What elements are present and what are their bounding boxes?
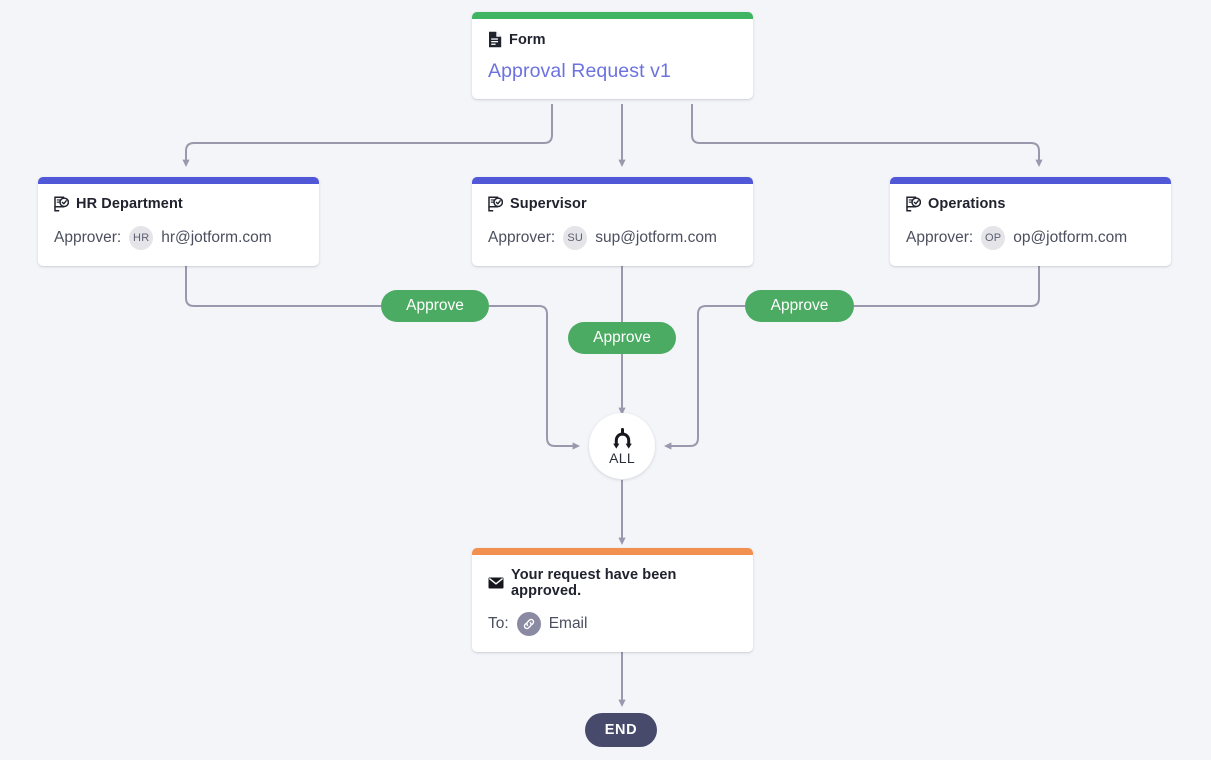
merge-fork-icon bbox=[610, 427, 635, 450]
approver-row: Approver: HR hr@jotform.com bbox=[54, 226, 303, 250]
avatar: OP bbox=[981, 226, 1006, 250]
email-to-label: To: bbox=[488, 615, 509, 632]
merge-node-label: ALL bbox=[609, 449, 635, 466]
approver-label: Approver: bbox=[488, 229, 556, 246]
approval-card-title: Supervisor bbox=[510, 196, 587, 212]
approval-card-accent-bar bbox=[38, 177, 319, 184]
approver-email: hr@jotform.com bbox=[161, 229, 272, 246]
approval-card-title: Operations bbox=[928, 196, 1006, 212]
email-card-header: Your request have been approved. bbox=[488, 567, 737, 599]
branch-label-approve-operations[interactable]: Approve bbox=[745, 290, 854, 322]
approver-row: Approver: SU sup@jotform.com bbox=[488, 226, 737, 250]
end-node[interactable]: END bbox=[585, 713, 657, 747]
email-card-accent-bar bbox=[472, 548, 753, 555]
edge-form-to-hr bbox=[182, 104, 553, 167]
approval-card-body: Operations Approver: OP op@jotform.com bbox=[890, 184, 1171, 266]
email-card-title: Your request have been approved. bbox=[511, 567, 677, 599]
approval-card-body: HR Department Approver: HR hr@jotform.co… bbox=[38, 184, 319, 266]
envelope-icon bbox=[488, 577, 504, 589]
approver-row: Approver: OP op@jotform.com bbox=[906, 226, 1155, 250]
edge-operations-pill-to-merge bbox=[664, 305, 745, 450]
edge-hr-to-merge bbox=[185, 265, 381, 307]
avatar: HR bbox=[129, 226, 154, 250]
branch-label-approve-hr[interactable]: Approve bbox=[381, 290, 489, 322]
email-card-body: Your request have been approved. To: Ema… bbox=[472, 555, 753, 652]
approval-card-header: HR Department bbox=[54, 196, 303, 212]
approval-card-supervisor[interactable]: Supervisor Approver: SU sup@jotform.com bbox=[472, 177, 753, 266]
edge-form-to-operations bbox=[691, 104, 1043, 167]
email-card[interactable]: Your request have been approved. To: Ema… bbox=[472, 548, 753, 652]
email-to-row: To: Email bbox=[488, 612, 737, 636]
approver-label: Approver: bbox=[54, 229, 122, 246]
link-icon bbox=[516, 612, 541, 636]
form-card-type-label: Form bbox=[509, 31, 546, 48]
approval-clipboard-icon bbox=[54, 196, 69, 212]
approver-email: op@jotform.com bbox=[1013, 229, 1128, 246]
avatar: SU bbox=[563, 226, 588, 250]
approval-card-title: HR Department bbox=[76, 196, 183, 212]
approver-label: Approver: bbox=[906, 229, 974, 246]
form-card-title[interactable]: Approval Request v1 bbox=[488, 60, 671, 82]
approval-card-operations[interactable]: Operations Approver: OP op@jotform.com bbox=[890, 177, 1171, 266]
approver-email: sup@jotform.com bbox=[595, 229, 717, 246]
branch-label-approve-supervisor[interactable]: Approve bbox=[568, 322, 676, 354]
approval-card-header: Operations bbox=[906, 196, 1155, 212]
form-card-body: Form Approval Request v1 bbox=[472, 19, 753, 99]
merge-node-all[interactable]: ALL bbox=[589, 413, 655, 479]
document-icon bbox=[488, 31, 502, 48]
email-to-value: Email bbox=[548, 615, 588, 632]
form-card-header: Form bbox=[488, 31, 737, 48]
approval-card-accent-bar bbox=[472, 177, 753, 184]
edge-hr-pill-to-merge bbox=[489, 305, 580, 450]
form-card-accent-bar bbox=[472, 12, 753, 19]
approval-card-hr-department[interactable]: HR Department Approver: HR hr@jotform.co… bbox=[38, 177, 319, 266]
approval-clipboard-icon bbox=[906, 196, 921, 212]
edge-operations-to-merge bbox=[854, 265, 1040, 307]
approval-card-header: Supervisor bbox=[488, 196, 737, 212]
approval-card-body: Supervisor Approver: SU sup@jotform.com bbox=[472, 184, 753, 266]
form-card[interactable]: Form Approval Request v1 bbox=[472, 12, 753, 99]
approval-clipboard-icon bbox=[488, 196, 503, 212]
approval-card-accent-bar bbox=[890, 177, 1171, 184]
